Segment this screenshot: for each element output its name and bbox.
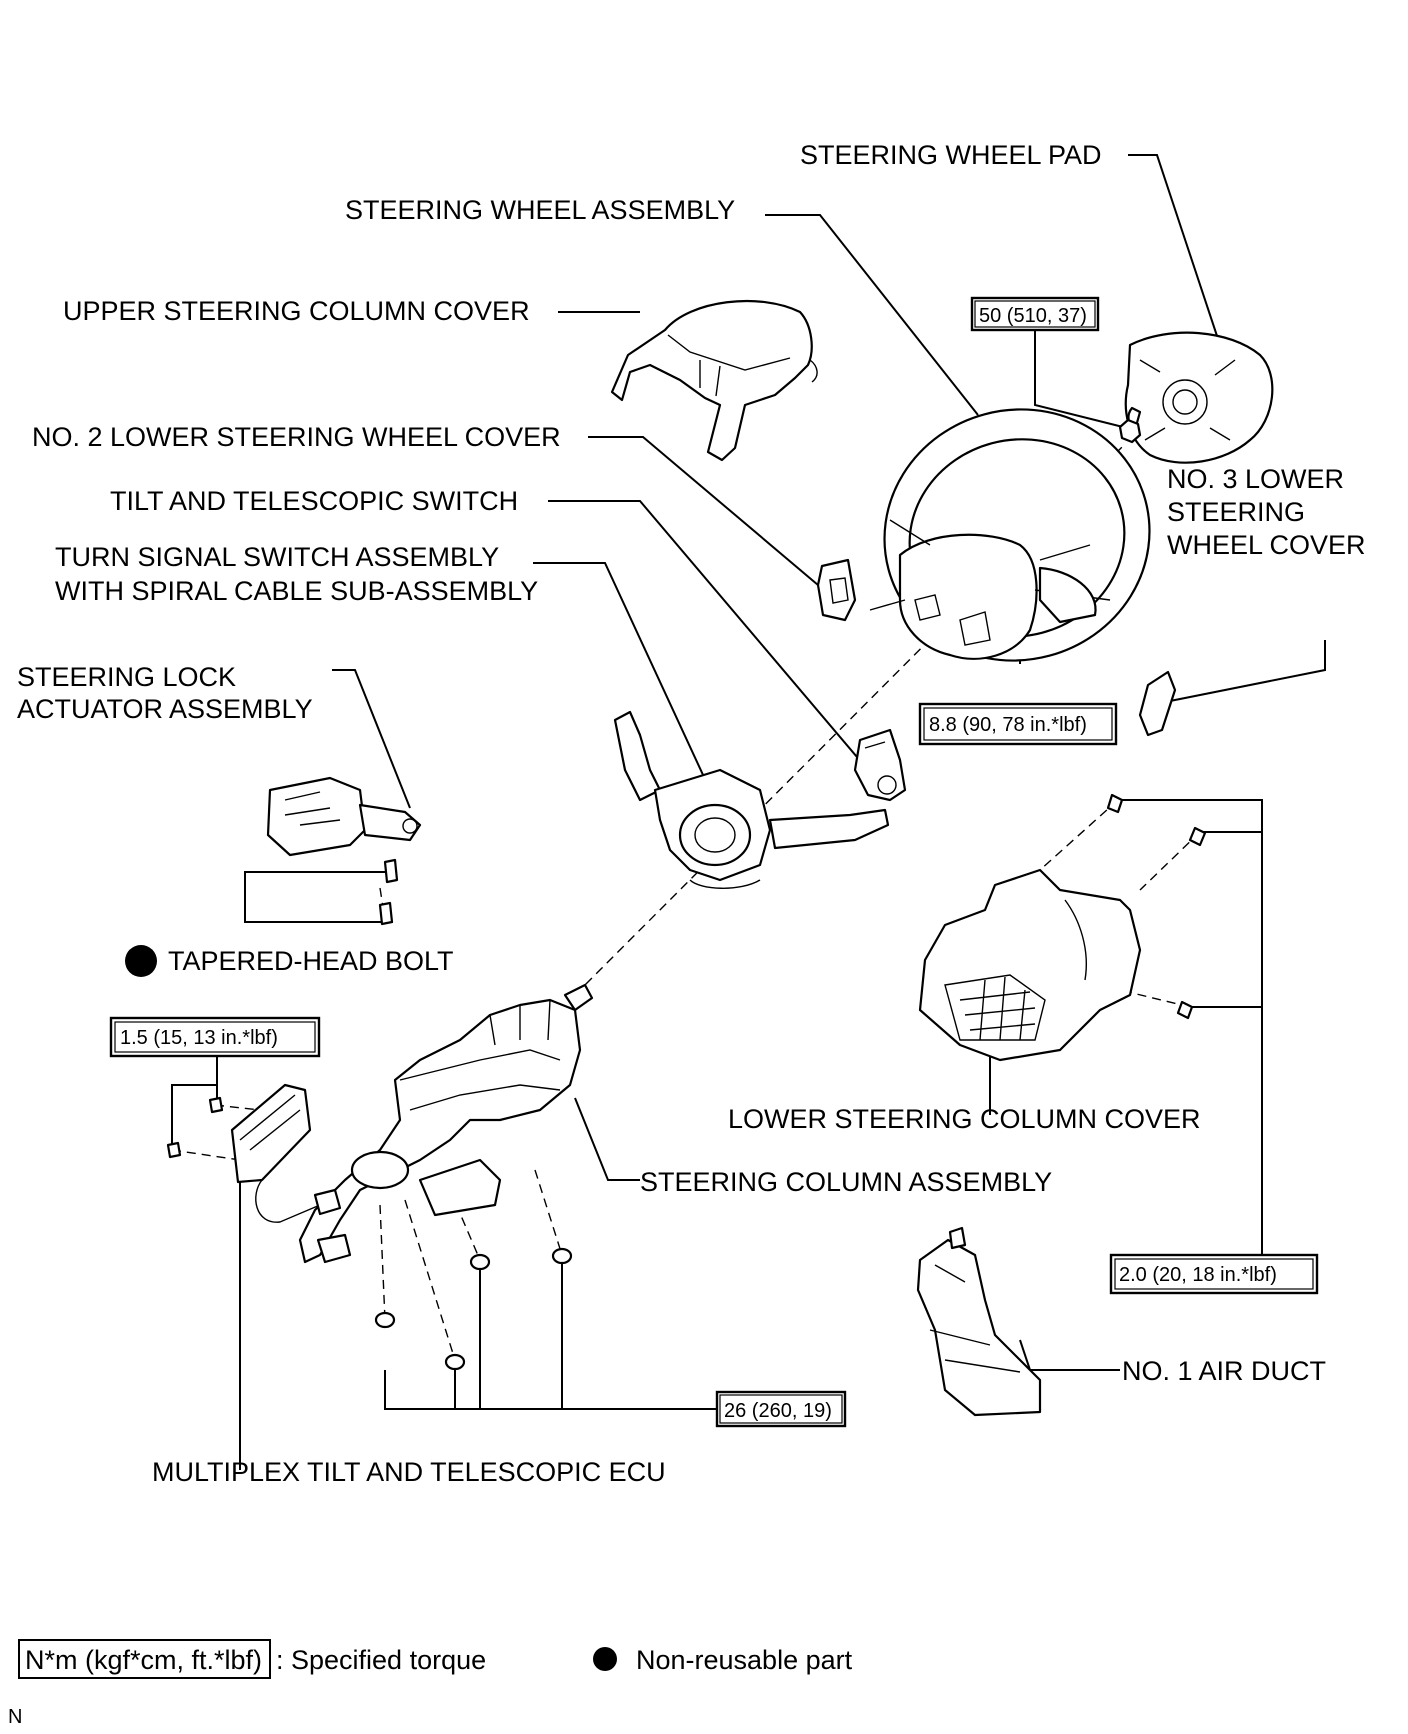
label-no3-lower-line1: NO. 3 LOWER bbox=[1167, 464, 1344, 494]
label-no1-air-duct: NO. 1 AIR DUCT bbox=[1122, 1356, 1326, 1386]
tilt-and-telescopic-switch bbox=[853, 728, 907, 802]
lower-cover-screws bbox=[1106, 793, 1207, 1020]
ecu-bolts bbox=[166, 1096, 224, 1159]
part-labels: STEERING WHEEL PAD STEERING WHEEL ASSEMB… bbox=[17, 140, 1366, 1487]
multiplex-tilt-telescopic-ecu bbox=[230, 1083, 342, 1223]
no3-lower-steering-wheel-cover bbox=[1138, 670, 1177, 737]
torque-pad-nut-text: 50 (510, 37) bbox=[979, 305, 1087, 327]
label-turn-signal-line1: TURN SIGNAL SWITCH ASSEMBLY bbox=[55, 542, 499, 572]
label-steering-lock-line2: ACTUATOR ASSEMBLY bbox=[17, 694, 313, 724]
leader-lines bbox=[171, 154, 1326, 1470]
steering-column-assembly bbox=[298, 983, 594, 1264]
upper-steering-column-cover bbox=[610, 299, 818, 462]
label-steering-wheel-assembly: STEERING WHEEL ASSEMBLY bbox=[345, 195, 735, 225]
torque-lower-cover-screws: 2.0 (20, 18 in.*lbf) bbox=[1109, 1253, 1319, 1295]
legend-torque-box bbox=[18, 1639, 271, 1679]
torque-column-nuts: 26 (260, 19) bbox=[715, 1390, 847, 1428]
no1-air-duct bbox=[916, 1226, 1042, 1417]
torque-ecu-bolts: 1.5 (15, 13 in.*lbf) bbox=[109, 1016, 321, 1058]
corner-mark: N bbox=[8, 1706, 22, 1728]
legend-torque-unit: N*m (kgf*cm, ft.*lbf) bbox=[25, 1645, 262, 1675]
label-lower-steering-column-cover: LOWER STEERING COLUMN COVER bbox=[728, 1104, 1201, 1134]
steering-wheel-pad bbox=[1124, 331, 1274, 464]
legend-nonreusable-dot-icon bbox=[593, 1647, 617, 1671]
label-tilt-and-telescopic-switch: TILT AND TELESCOPIC SWITCH bbox=[110, 486, 518, 516]
torque-column-nuts-text: 26 (260, 19) bbox=[724, 1400, 832, 1422]
torque-wheel-screws-text: 8.8 (90, 78 in.*lbf) bbox=[929, 714, 1087, 736]
label-upper-steering-column-cover: UPPER STEERING COLUMN COVER bbox=[63, 296, 530, 326]
torque-pad-nut: 50 (510, 37) bbox=[970, 296, 1100, 332]
steering-lock-actuator-assembly bbox=[266, 776, 422, 857]
legend-torque-desc: : Specified torque bbox=[276, 1645, 486, 1675]
label-turn-signal-line2: WITH SPIRAL CABLE SUB-ASSEMBLY bbox=[55, 576, 538, 606]
nonreusable-dot-icon bbox=[125, 945, 157, 977]
no2-lower-steering-wheel-cover bbox=[816, 558, 857, 622]
legend: N*m (kgf*cm, ft.*lbf) : Specified torque… bbox=[8, 1639, 853, 1728]
label-steering-wheel-pad: STEERING WHEEL PAD bbox=[800, 140, 1102, 170]
torque-wheel-screws: 8.8 (90, 78 in.*lbf) bbox=[918, 702, 1118, 746]
torque-ecu-bolts-text: 1.5 (15, 13 in.*lbf) bbox=[120, 1027, 278, 1049]
steering-wheel-assembly bbox=[869, 408, 1151, 662]
turn-signal-switch-assembly bbox=[613, 710, 890, 889]
label-no3-lower-line2: STEERING bbox=[1167, 497, 1305, 527]
label-multiplex-ecu: MULTIPLEX TILT AND TELESCOPIC ECU bbox=[152, 1457, 666, 1487]
legend-nonreusable-desc: Non-reusable part bbox=[636, 1645, 853, 1675]
label-steering-lock-line1: STEERING LOCK bbox=[17, 662, 236, 692]
label-tapered-head-bolt: TAPERED-HEAD BOLT bbox=[168, 946, 454, 976]
torque-lower-cover-screws-text: 2.0 (20, 18 in.*lbf) bbox=[1119, 1264, 1277, 1286]
label-no3-lower-line3: WHEEL COVER bbox=[1167, 530, 1366, 560]
lower-steering-column-cover bbox=[918, 868, 1142, 1062]
label-steering-column-assembly: STEERING COLUMN ASSEMBLY bbox=[640, 1167, 1052, 1197]
pad-nut bbox=[1118, 418, 1142, 444]
column-nuts bbox=[374, 1247, 573, 1371]
label-no2-lower-steering-wheel-cover: NO. 2 LOWER STEERING WHEEL COVER bbox=[32, 422, 561, 452]
tapered-head-bolts bbox=[378, 858, 399, 926]
